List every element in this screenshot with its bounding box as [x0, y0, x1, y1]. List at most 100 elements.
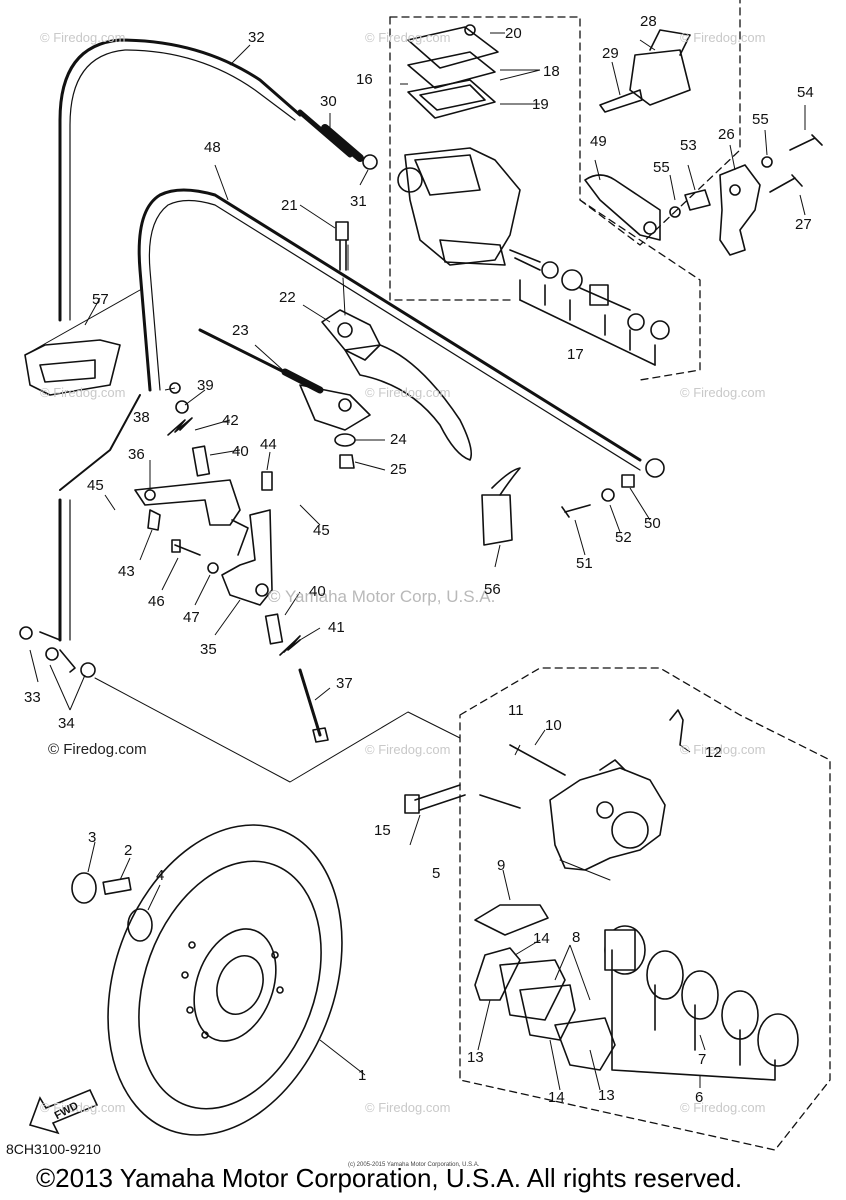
part-label: 14: [548, 1089, 565, 1106]
part-label: 21: [281, 197, 298, 214]
bracket-57: [24, 339, 121, 396]
bolts-54-27: [761, 134, 823, 193]
part-label: 16: [356, 71, 373, 88]
bolt-46: [171, 539, 219, 574]
part-label: 27: [795, 216, 812, 233]
bracket-26: [669, 164, 761, 256]
master-cylinder-dashed-box: [389, 0, 741, 381]
pins-40-44: [191, 445, 284, 645]
part-label: 42: [222, 412, 239, 429]
part-label: 48: [204, 139, 221, 156]
sticker-56: [481, 467, 521, 546]
part-label: 40: [232, 443, 249, 460]
pedal-arm-36: [134, 479, 241, 531]
master-cylinder-body: [397, 147, 521, 266]
part-label: 9: [497, 857, 506, 874]
part-label: 33: [24, 689, 41, 706]
part-label: 55: [653, 159, 670, 176]
watermark: © Firedog.com: [365, 1100, 451, 1115]
footer-copyright: ©2013 Yamaha Motor Corporation, U.S.A. A…: [36, 1163, 743, 1193]
part-label: 4: [156, 867, 165, 884]
part-label: 45: [87, 477, 104, 494]
part-label: 17: [567, 346, 584, 363]
part-label: 51: [576, 555, 593, 572]
part-label: 45: [313, 522, 330, 539]
part-label: 35: [200, 641, 217, 658]
part-label: 34: [58, 715, 75, 732]
part-label: 50: [644, 515, 661, 532]
pedal-35: [221, 509, 273, 606]
part-label: 3: [88, 829, 97, 846]
part-label: 40: [309, 583, 326, 600]
pistons-seals: [604, 925, 799, 1081]
part-label: 36: [128, 446, 145, 463]
part-label: 56: [484, 581, 501, 598]
rod-33-34: [19, 626, 96, 678]
part-label: 8: [572, 929, 581, 946]
part-label: 22: [279, 289, 296, 306]
part-label: 46: [148, 593, 165, 610]
reservoir-cap: [407, 24, 499, 119]
watermark: © Firedog.com: [680, 742, 766, 757]
part-label: 11: [508, 702, 524, 719]
part-label: 41: [328, 619, 345, 636]
part-label: 52: [615, 529, 632, 546]
part-label: 1: [358, 1067, 367, 1084]
watermark-firedog: © Firedog.com: [48, 741, 147, 758]
part-label: 19: [532, 96, 549, 113]
part-label: 7: [698, 1051, 707, 1068]
part-label: 57: [92, 291, 109, 308]
part-label: 37: [336, 675, 353, 692]
watermark: © Firedog.com: [680, 385, 766, 400]
watermark: © Firedog.com: [40, 30, 126, 45]
part-label: 14: [533, 930, 550, 947]
part-label: 18: [543, 63, 560, 80]
part-label: 13: [467, 1049, 484, 1066]
part-label: 5: [432, 865, 441, 882]
watermark: © Firedog.com: [680, 1100, 766, 1115]
leader-lines: [24, 244, 611, 881]
cable-23: [198, 328, 371, 469]
part-label: 20: [505, 25, 522, 42]
part-label: 54: [797, 84, 814, 101]
watermark: © Firedog.com: [365, 30, 451, 45]
fwd-arrow-icon: [28, 1088, 99, 1135]
part-label: 13: [598, 1087, 615, 1104]
bolt-21: [335, 221, 349, 271]
part-label: 30: [320, 93, 337, 110]
cable-32: [58, 38, 378, 322]
part-label: 26: [718, 126, 735, 143]
watermark: © Firedog.com: [40, 385, 126, 400]
caliper-body: [549, 759, 666, 871]
part-label: 10: [545, 717, 562, 734]
switch-28: [599, 29, 691, 113]
part-label: 47: [183, 609, 200, 626]
part-label: 49: [590, 133, 607, 150]
watermark: © Firedog.com: [365, 385, 451, 400]
part-label: 29: [602, 45, 619, 62]
brake-disc: [107, 824, 343, 1136]
label-leaders: [29, 32, 806, 1091]
small-nuts-38-39: [169, 382, 189, 414]
part-label: 39: [197, 377, 214, 394]
part-label: 15: [374, 822, 391, 839]
part-label: 25: [390, 461, 407, 478]
tiny-copyright: (c) 2005-2015 Yamaha Motor Corporation, …: [348, 1162, 480, 1168]
part-label: 31: [350, 193, 367, 210]
piston-kit: [509, 249, 670, 366]
watermark: © Firedog.com: [680, 30, 766, 45]
part-label: 23: [232, 322, 249, 339]
bolt-37: [298, 668, 329, 743]
watermark-yamaha: © Yamaha Motor Corp, U.S.A.: [268, 587, 496, 606]
lever-22: [321, 309, 473, 461]
caliper-bolts: [404, 709, 684, 814]
part-label: 53: [680, 137, 697, 154]
part-label: 24: [390, 431, 407, 448]
caliper-dashed-box: [459, 667, 831, 1151]
watermark: © Firedog.com: [365, 742, 451, 757]
springs-41-42: [167, 417, 301, 656]
small-parts-2-3-4: [71, 872, 153, 942]
part-label: 6: [695, 1089, 704, 1106]
part-label: 44: [260, 436, 277, 453]
